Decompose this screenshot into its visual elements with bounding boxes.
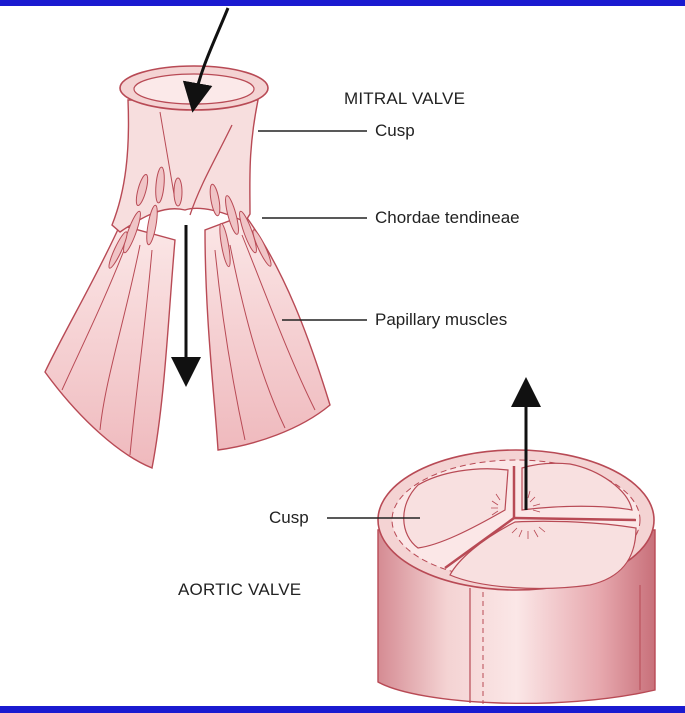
mitral-valve	[45, 8, 367, 468]
mitral-cusp-label: Cusp	[375, 121, 415, 141]
mitral-valve-title: MITRAL VALVE	[344, 89, 465, 109]
papillary-muscles-label: Papillary muscles	[375, 310, 507, 330]
bottom-border-bar	[0, 706, 685, 713]
aortic-cusp-label: Cusp	[269, 508, 309, 528]
chordae-tendineae-label: Chordae tendineae	[375, 208, 520, 228]
mitral-leaflets	[112, 100, 258, 232]
aortic-valve-title: AORTIC VALVE	[178, 580, 301, 600]
aortic-valve	[327, 392, 655, 704]
